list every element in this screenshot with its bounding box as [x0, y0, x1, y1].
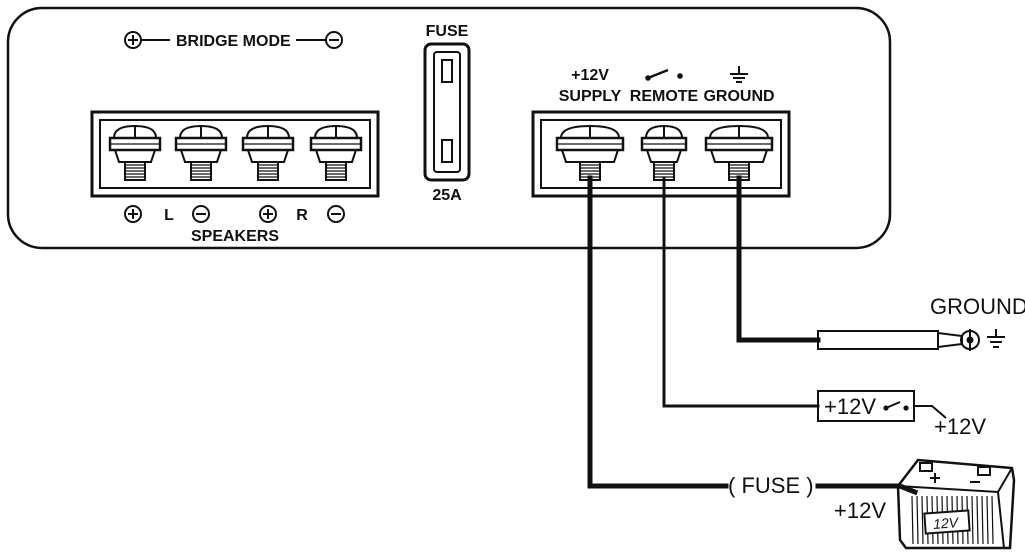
bridge-mode-label-group: BRIDGE MODE	[124, 31, 343, 50]
speaker-terminal-4	[309, 124, 363, 181]
supply-voltage-label: +12V	[571, 67, 609, 84]
speaker-left-label: L	[164, 207, 174, 224]
fuse-inline-label: ( FUSE )	[728, 473, 814, 498]
ground-wire	[736, 175, 821, 343]
bridge-mode-label: BRIDGE MODE	[176, 33, 291, 50]
ground-symbol-icon	[987, 329, 1005, 348]
battery-voltage-label: +12V	[834, 498, 886, 523]
speaker-right-label: R	[296, 207, 308, 224]
fuse-rating: 25A	[432, 187, 462, 204]
fuse-title: FUSE	[426, 23, 469, 40]
speaker-right-minus-icon	[327, 205, 345, 223]
remote-source-label: +12V	[934, 414, 986, 439]
ground-cable-sleeve	[817, 330, 939, 350]
speaker-left-minus-icon	[192, 205, 210, 223]
battery-face-label: 12V	[933, 514, 961, 532]
switch-icon	[645, 68, 683, 81]
fuse-holder: FUSE 25A	[423, 23, 471, 204]
speaker-terminal-1	[108, 124, 162, 181]
remote-box-label: +12V	[824, 394, 876, 419]
remote-source-lead	[914, 405, 947, 419]
ground-terminal-label: GROUND	[703, 88, 774, 105]
ground-wire-label: GROUND	[930, 294, 1025, 319]
speaker-terminal-2	[174, 124, 228, 181]
supply-label: SUPPLY	[559, 88, 622, 105]
power-terminal-block	[531, 110, 791, 198]
remote-label: REMOTE	[630, 88, 699, 105]
ring-terminal-icon	[937, 331, 963, 349]
supply-wire	[587, 175, 729, 489]
speakers-label: SPEAKERS	[191, 228, 279, 245]
remote-wire	[662, 176, 820, 408]
speaker-terminal-3	[241, 124, 295, 181]
ground-terminal	[704, 124, 774, 181]
speaker-labels: L R SPEAKERS	[124, 205, 345, 245]
remote-switch-icon	[883, 401, 909, 411]
power-terminal-labels: +12V SUPPLY REMOTE GROUND	[559, 66, 775, 105]
speaker-terminal-block	[90, 110, 380, 198]
bridge-minus-icon	[325, 31, 343, 49]
speaker-right-plus-icon	[259, 205, 277, 223]
speaker-left-plus-icon	[124, 205, 142, 223]
ground-icon	[730, 66, 748, 83]
battery-icon: 12V	[896, 458, 1016, 550]
